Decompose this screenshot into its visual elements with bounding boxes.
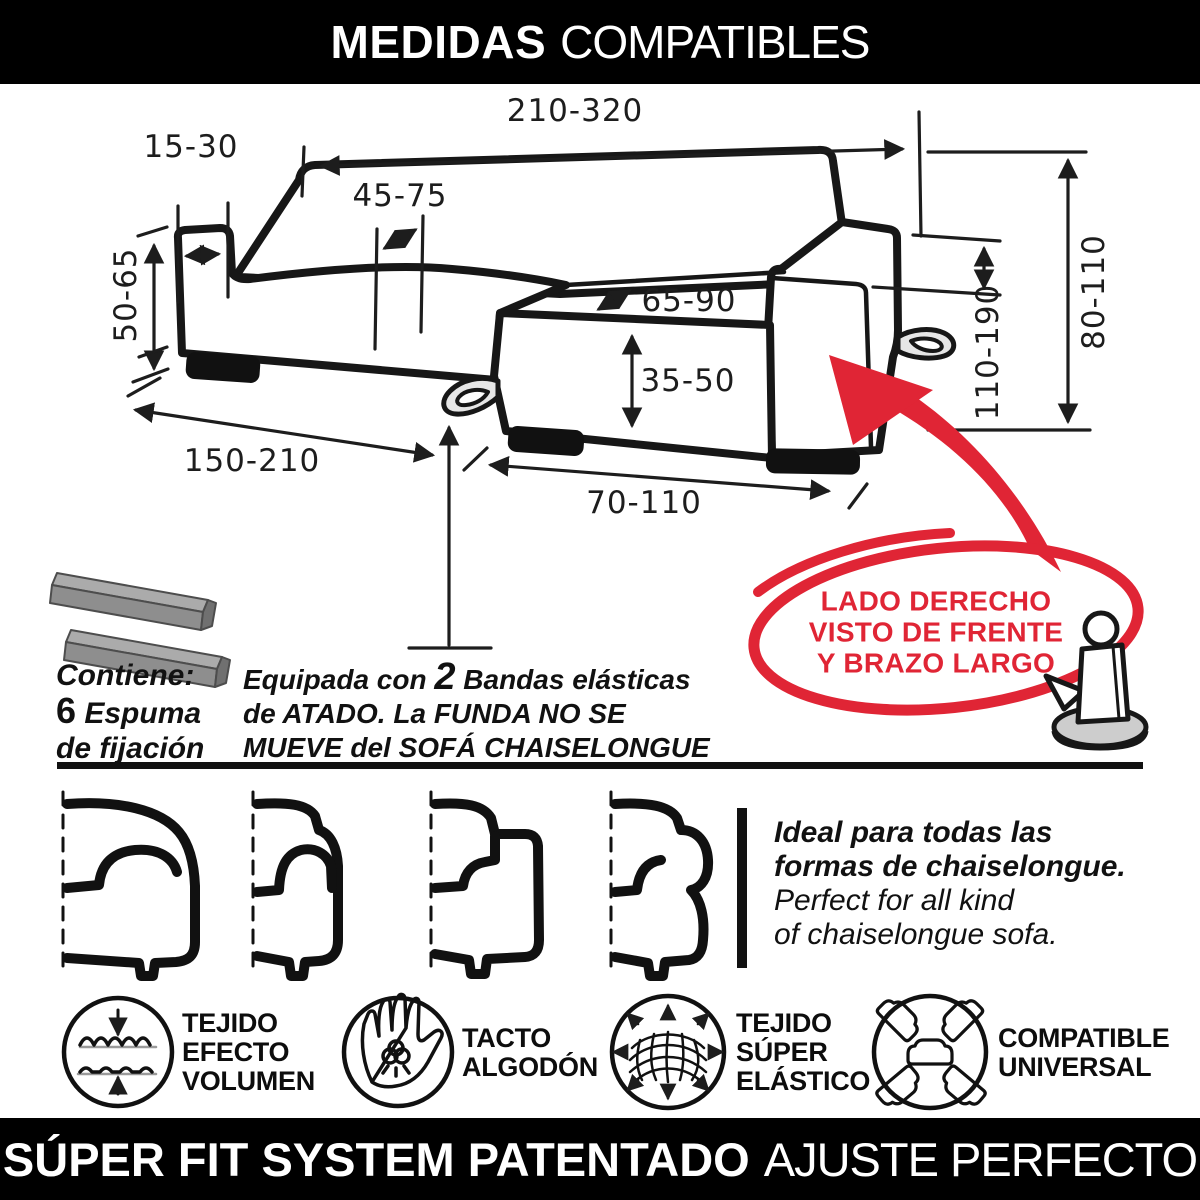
feature-volume-l3: VOLUMEN [182, 1066, 315, 1096]
dim-arm-height: 50-65 [108, 247, 144, 343]
red-callout-text: LADO DERECHO VISTO DE FRENTE Y BRAZO LAR… [809, 586, 1063, 679]
cotton-touch-icon [341, 992, 455, 1109]
feature-label-cotton: TACTO ALGODÓN [462, 1024, 598, 1082]
ideal-line-4: of chaiselongue sofa. [774, 918, 1058, 951]
footer-title-bold: SÚPER FIT SYSTEM PATENTADO [2, 1132, 750, 1186]
elastic-strap-right [895, 327, 957, 361]
universal-compatible-icon [871, 993, 989, 1111]
contains-title: Contiene: [56, 659, 195, 692]
red-circle-overstroke [753, 528, 955, 597]
equipment-l1b: 2 [434, 656, 456, 698]
dim-chaise-width: 70-110 [586, 485, 702, 521]
contains-block: Contiene: 6 Espuma de fijación [56, 658, 204, 766]
arm-silhouettes [61, 790, 714, 981]
ideal-line-3: Perfect for all kind [774, 884, 1015, 917]
header-title-light: COMPATIBLES [560, 16, 870, 68]
feature-elastic-l3: ELÁSTICO [736, 1066, 871, 1096]
callout-line-1: LADO DERECHO [820, 585, 1052, 617]
equipment-l1c: Bandas elásticas [455, 664, 691, 695]
header-banner: MEDIDAS COMPATIBLES [0, 0, 1200, 84]
contains-item2: de fijación [56, 732, 205, 765]
feature-cotton-l1: TACTO [462, 1023, 551, 1053]
equipment-l1a: Equipada con [243, 664, 435, 695]
contains-qty: 6 [56, 690, 77, 731]
feature-elastic-l1: TEJIDO [736, 1008, 832, 1038]
red-callout-graphics [748, 355, 1149, 751]
dim-chaise-front: 35-50 [640, 363, 736, 399]
dim-body-width: 150-210 [183, 443, 321, 479]
elastic-fabric-icon [609, 993, 727, 1111]
dimension-lines [126, 110, 1092, 650]
ideal-line-2: formas de chaiselongue. [774, 850, 1126, 883]
dim-back-depth: 15-30 [143, 129, 239, 165]
sofa-line-drawing [173, 145, 957, 475]
equipment-line-1: Equipada con 2 Bandas elásticas [243, 658, 710, 697]
equipment-note: Equipada con 2 Bandas elásticas de ATADO… [243, 658, 710, 765]
feature-universal-l1: COMPATIBLE [998, 1023, 1170, 1053]
callout-line-3: Y BRAZO LARGO [816, 647, 1056, 679]
dim-total-height: 80-110 [1076, 234, 1112, 350]
equipment-line-2: de ATADO. La FUNDA NO SE [243, 698, 626, 729]
red-arrowhead [829, 355, 933, 445]
sofa-right-arm [764, 218, 902, 460]
feature-volume-l1: TEJIDO [182, 1008, 278, 1038]
arm-shape-slanted-icon [61, 790, 200, 981]
dim-chaise-top: 65-90 [641, 283, 737, 319]
header-title-bold: MEDIDAS [330, 16, 547, 68]
ideal-text-bar [737, 808, 747, 968]
sofa-body [173, 224, 570, 384]
footer-banner: SÚPER FIT SYSTEM PATENTADO AJUSTE PERFEC… [0, 1118, 1200, 1200]
feature-label-universal: COMPATIBLE UNIVERSAL [998, 1024, 1170, 1082]
contains-qty-line: 6 Espuma [56, 693, 204, 731]
feature-volume-l2: EFECTO [182, 1037, 290, 1067]
callout-line-2: VISTO DE FRENTE [808, 616, 1064, 648]
equipment-line-3: MUEVE del SOFÁ CHAISELONGUE [243, 732, 710, 763]
sofa-backrest [232, 145, 849, 298]
elastic-strap-left [441, 375, 501, 417]
dim-total-width: 210-320 [506, 93, 644, 129]
dim-seat-depth: 45-75 [352, 178, 448, 214]
arm-shape-straight-icon [251, 790, 343, 981]
feature-label-elastic: TEJIDO SÚPER ELÁSTICO [736, 1009, 870, 1096]
feature-universal-l2: UNIVERSAL [998, 1052, 1152, 1082]
ideal-text: Ideal para todas las formas de chaiselon… [774, 816, 1126, 952]
dim-chaise-length: 110-190 [970, 283, 1006, 421]
contains-item: Espuma [76, 697, 202, 730]
volume-fabric-icon [61, 995, 175, 1109]
arm-shape-rolled-icon [609, 790, 714, 981]
feature-label-volume: TEJIDO EFECTO VOLUMEN [182, 1009, 315, 1096]
footer-title-light: AJUSTE PERFECTO [763, 1132, 1198, 1186]
feature-elastic-l2: SÚPER [736, 1037, 828, 1067]
feature-cotton-l2: ALGODÓN [462, 1052, 598, 1082]
ideal-line-1: Ideal para todas las [774, 816, 1053, 849]
red-arrow [878, 396, 1061, 572]
arm-shape-square-icon [429, 790, 544, 979]
